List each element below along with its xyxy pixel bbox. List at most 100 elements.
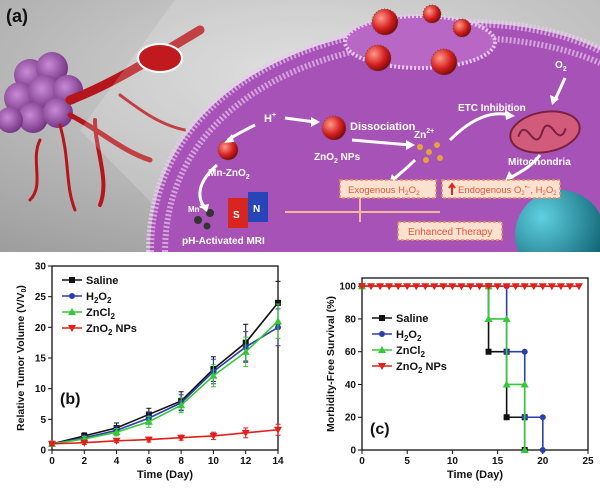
- legend-label: Saline: [396, 313, 428, 325]
- data-point: [502, 380, 511, 388]
- legend-marker: [68, 325, 76, 332]
- data-point: [80, 439, 89, 447]
- y-tick-label: 20: [35, 323, 47, 334]
- data-point: [275, 299, 281, 306]
- legend-marker: [378, 363, 386, 370]
- data-point: [457, 283, 466, 291]
- data-point: [466, 283, 475, 291]
- y-tick-label: 5: [40, 415, 46, 426]
- data-point: [485, 348, 492, 355]
- x-tick-label: 0: [359, 456, 365, 467]
- data-point: [475, 283, 484, 291]
- legend-label: H2O2: [86, 291, 112, 305]
- mn2-label: Mn2+: [188, 204, 207, 214]
- x-tick-label: 0: [49, 456, 55, 467]
- up-arrow-icon: [448, 182, 456, 195]
- legend-label: ZnO2 NPs: [396, 361, 447, 375]
- enhanced-therapy-box: Enhanced Therapy: [397, 221, 503, 241]
- mn-ions: [194, 209, 214, 230]
- legend-marker: [379, 331, 385, 337]
- data-point: [502, 283, 511, 291]
- x-tick-label: 5: [404, 456, 410, 467]
- y-tick-label: 100: [339, 282, 356, 293]
- legend-marker: [379, 315, 385, 321]
- y-tick-label: 60: [345, 347, 357, 358]
- data-point: [520, 283, 529, 291]
- data-point: [274, 426, 282, 434]
- o2-label: O2: [555, 60, 567, 73]
- data-point: [209, 371, 218, 379]
- x-axis-label: Time (Day): [137, 469, 193, 481]
- data-point: [539, 414, 546, 421]
- etc-inhibition-label: ETC Inhibition: [458, 103, 526, 114]
- panel-label: (b): [60, 391, 80, 408]
- data-point: [241, 347, 250, 355]
- data-point: [520, 446, 529, 453]
- y-tick-label: 40: [345, 380, 357, 391]
- exogenous-box: Exogenous H2O2: [339, 179, 437, 199]
- zn-ions: [417, 142, 443, 163]
- mitochondria-icon: [509, 110, 581, 154]
- exogenous-label: Exogenous H2O2: [348, 185, 420, 197]
- legend-label: H2O2: [396, 329, 422, 343]
- y-tick-label: 0: [350, 446, 356, 457]
- series-zno: [48, 423, 282, 448]
- data-point: [547, 283, 556, 291]
- series-line: [51, 302, 279, 445]
- y-axis-label: Relative Tumor Volume (V/V0): [15, 285, 28, 431]
- zn2-label: Zn2+: [414, 128, 434, 141]
- ph-mri-label: pH-Activated MRI: [182, 236, 265, 247]
- data-point: [241, 429, 250, 437]
- x-tick-label: 20: [537, 456, 549, 467]
- data-point: [48, 440, 56, 448]
- nucleus: [515, 190, 600, 252]
- y-tick-label: 25: [35, 292, 47, 303]
- data-point: [439, 283, 448, 291]
- data-point: [574, 283, 583, 291]
- data-point: [484, 283, 493, 291]
- data-point: [274, 317, 282, 325]
- data-point: [538, 283, 547, 291]
- data-point: [177, 434, 186, 442]
- magnet-icon: [228, 192, 268, 228]
- x-tick-label: 8: [178, 456, 184, 467]
- y-axis-label: Morbidity-Free Survival (%): [325, 296, 337, 432]
- schematic-panel-a: (a) H+ Dissociation ZnO2 NPs Zn2+ ETC In…: [0, 0, 600, 252]
- enhanced-therapy-label: Enhanced Therapy: [408, 227, 492, 238]
- data-point: [112, 428, 121, 436]
- x-tick-label: 12: [240, 456, 252, 467]
- panel-label: (c): [370, 421, 390, 438]
- data-point: [394, 283, 403, 291]
- y-tick-label: 80: [345, 314, 357, 325]
- panel-a-label: (a): [6, 6, 28, 26]
- mn-zno2-label: Mn-ZnO2: [208, 168, 250, 181]
- magnet-s-label: S: [233, 210, 240, 221]
- legend-label: ZnCl2: [396, 345, 425, 359]
- legend-marker: [68, 308, 76, 315]
- series-zno: [358, 283, 583, 291]
- y-tick-label: 15: [35, 354, 47, 365]
- data-point: [565, 283, 574, 291]
- data-point: [112, 437, 121, 445]
- x-tick-label: 4: [114, 456, 120, 467]
- data-point: [503, 414, 510, 421]
- x-tick-label: 15: [492, 456, 504, 467]
- data-point: [385, 283, 394, 291]
- data-point: [484, 314, 493, 322]
- data-point: [511, 283, 520, 291]
- data-point: [448, 283, 457, 291]
- nanoparticles: [217, 4, 472, 161]
- data-point: [367, 283, 376, 291]
- magnet-n-label: N: [253, 204, 260, 215]
- data-point: [177, 401, 186, 409]
- x-tick-label: 14: [272, 456, 284, 467]
- zno2-nps-label: ZnO2 NPs: [314, 152, 361, 165]
- y-tick-label: 30: [35, 262, 47, 273]
- data-point: [539, 447, 546, 453]
- x-tick-label: 6: [146, 456, 152, 467]
- dissociation-label: Dissociation: [350, 121, 416, 133]
- y-tick-label: 0: [40, 446, 46, 457]
- series-line: [51, 428, 279, 445]
